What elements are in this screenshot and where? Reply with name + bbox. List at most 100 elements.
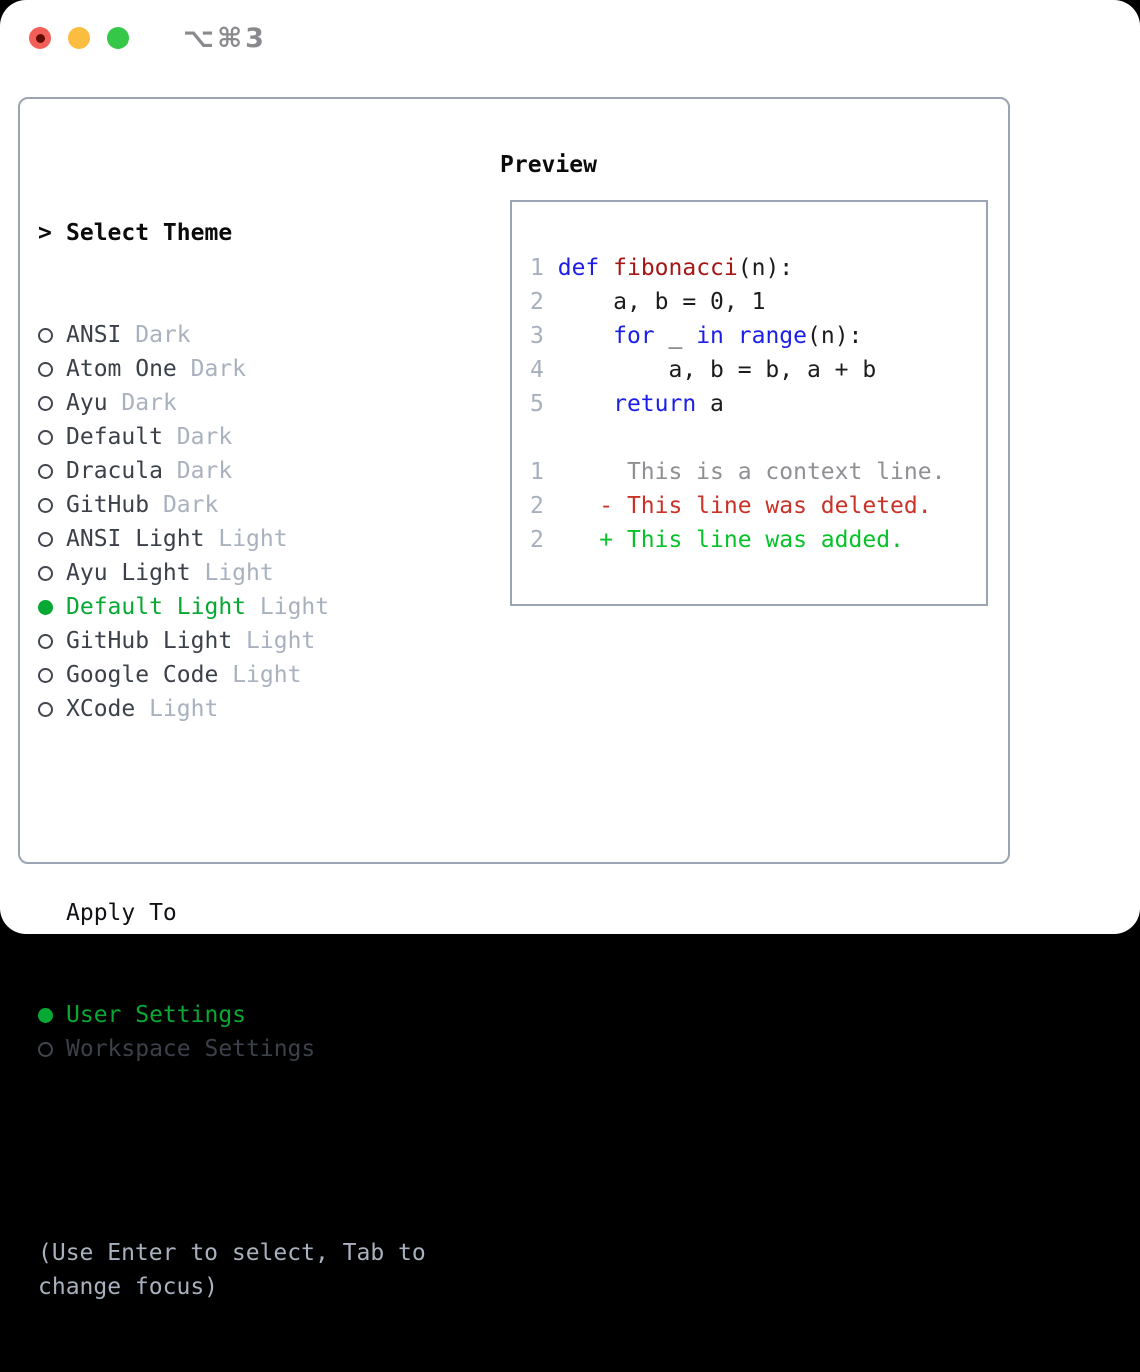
theme-label: GitHub Light Light bbox=[66, 624, 315, 658]
theme-name: ANSI Light bbox=[66, 526, 205, 552]
theme-variant: Light bbox=[246, 628, 316, 654]
theme-option[interactable]: GitHub Light Light bbox=[38, 624, 488, 658]
code-token: def bbox=[557, 255, 600, 281]
theme-label: Default Light Light bbox=[66, 590, 329, 624]
radio-cell bbox=[38, 352, 66, 386]
theme-name: Default Light bbox=[66, 594, 247, 620]
spacer bbox=[38, 1134, 488, 1168]
radio-cell bbox=[38, 556, 66, 590]
theme-variant: Dark bbox=[162, 492, 219, 518]
traffic-lights bbox=[29, 27, 146, 49]
theme-label: Dracula Dark bbox=[66, 454, 232, 488]
radio-unselected-icon bbox=[38, 327, 53, 343]
theme-name: ANSI bbox=[66, 322, 122, 348]
line-number: 3 bbox=[530, 323, 544, 349]
blank-line bbox=[530, 421, 986, 455]
code-token: a bbox=[696, 391, 724, 417]
theme-variant: Light bbox=[232, 662, 302, 688]
code-line: 1 def fibonacci(n): bbox=[530, 251, 986, 285]
diff-line-context: 1 This is a context line. bbox=[530, 455, 986, 489]
code-token bbox=[724, 323, 738, 349]
code-token: for bbox=[613, 323, 655, 349]
diff-text: - This line was deleted. bbox=[543, 493, 932, 519]
theme-label: XCode Light bbox=[66, 692, 218, 726]
radio-unselected-icon bbox=[38, 633, 53, 649]
radio-unselected-icon bbox=[38, 1041, 53, 1057]
diff-line-added: 2 + This line was added. bbox=[530, 523, 986, 557]
close-dot bbox=[35, 33, 45, 43]
titlebar: ⌥⌘3 bbox=[0, 0, 1140, 76]
code-token: fibonacci bbox=[613, 255, 738, 281]
theme-option[interactable]: Ayu Dark bbox=[38, 386, 488, 420]
theme-variant: Light bbox=[149, 696, 219, 722]
code-line: 5 return a bbox=[530, 387, 986, 421]
code-line: 4 a, b = b, a + b bbox=[530, 353, 986, 387]
hint-line: change focus) bbox=[38, 1274, 219, 1300]
theme-label: ANSI Dark bbox=[66, 318, 191, 352]
theme-variant: Dark bbox=[121, 390, 177, 416]
theme-option[interactable]: Atom One Dark bbox=[38, 352, 488, 386]
line-number: 2 bbox=[530, 527, 544, 553]
apply-to-option[interactable]: Workspace Settings bbox=[38, 1032, 488, 1066]
select-theme-header: > Select Theme bbox=[38, 216, 488, 250]
zoom-button[interactable] bbox=[107, 27, 129, 49]
radio-unselected-icon bbox=[38, 565, 53, 581]
theme-option[interactable]: Default Dark bbox=[38, 420, 488, 454]
theme-variant: Dark bbox=[176, 458, 233, 484]
theme-name: GitHub bbox=[66, 492, 150, 518]
line-number: 5 bbox=[530, 391, 544, 417]
theme-name: Default bbox=[66, 424, 163, 450]
radio-cell bbox=[38, 590, 66, 624]
code-token: (n): bbox=[737, 255, 794, 281]
radio-unselected-icon bbox=[38, 429, 53, 445]
hint-line: (Use Enter to select, Tab to bbox=[38, 1240, 426, 1266]
theme-label: Ayu Light Light bbox=[66, 556, 274, 590]
theme-name: XCode bbox=[66, 696, 136, 722]
apply-to-option[interactable]: User Settings bbox=[38, 998, 488, 1032]
theme-option[interactable]: GitHub Dark bbox=[38, 488, 488, 522]
window-title: ⌥⌘3 bbox=[183, 22, 267, 54]
code-token: a, b = b, a + b bbox=[557, 357, 877, 383]
line-number: 1 bbox=[530, 255, 544, 281]
radio-cell bbox=[38, 658, 66, 692]
code-line: 2 a, b = 0, 1 bbox=[530, 285, 986, 319]
theme-option[interactable]: ANSI Dark bbox=[38, 318, 488, 352]
code-token: (n): bbox=[807, 323, 863, 349]
diff-text: + This line was added. bbox=[543, 527, 904, 553]
radio-selected-icon bbox=[38, 599, 53, 615]
theme-option[interactable]: Default Light Light bbox=[38, 590, 488, 624]
code-token: _ bbox=[654, 323, 697, 349]
radio-cell bbox=[38, 386, 66, 420]
apply-to-title: Apply To bbox=[66, 900, 177, 926]
code-token bbox=[558, 391, 613, 417]
code-token: in bbox=[696, 323, 724, 349]
theme-name: Dracula bbox=[66, 458, 163, 484]
apply-to-label: Workspace Settings bbox=[66, 1032, 315, 1066]
line-number: 1 bbox=[530, 459, 544, 485]
apply-to-header: Apply To bbox=[38, 896, 488, 930]
apply-to-label: User Settings bbox=[66, 998, 246, 1032]
diff-text: This is a context line. bbox=[543, 459, 946, 485]
radio-unselected-icon bbox=[38, 463, 53, 479]
radio-cell bbox=[38, 692, 66, 726]
diff-line-deleted: 2 - This line was deleted. bbox=[530, 489, 986, 523]
theme-name: Ayu Light bbox=[66, 560, 191, 586]
code-token: range bbox=[737, 323, 808, 349]
theme-option[interactable]: XCode Light bbox=[38, 692, 488, 726]
close-button[interactable] bbox=[29, 27, 51, 49]
theme-option[interactable]: ANSI Light Light bbox=[38, 522, 488, 556]
theme-label: ANSI Light Light bbox=[66, 522, 288, 556]
radio-unselected-icon bbox=[38, 395, 53, 411]
theme-option[interactable]: Dracula Dark bbox=[38, 454, 488, 488]
theme-option[interactable]: Google Code Light bbox=[38, 658, 488, 692]
theme-option[interactable]: Ayu Light Light bbox=[38, 556, 488, 590]
minimize-button[interactable] bbox=[68, 27, 90, 49]
radio-selected-icon bbox=[38, 1007, 53, 1023]
code-token: a, b = 0, 1 bbox=[557, 289, 766, 315]
radio-unselected-icon bbox=[38, 701, 53, 717]
